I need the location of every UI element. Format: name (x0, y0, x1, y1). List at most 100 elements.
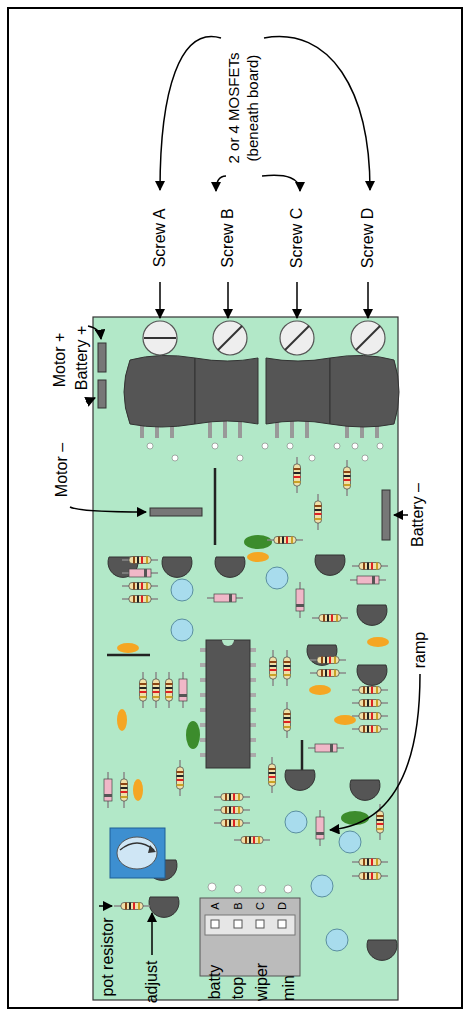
board-part (200, 693, 206, 697)
board-part (200, 738, 206, 742)
board-part (352, 563, 388, 570)
screw-label: Screw B (220, 208, 236, 268)
pin-letter: C (255, 902, 266, 910)
board-part (177, 760, 184, 796)
pin-letter: A (210, 902, 221, 909)
board-part (237, 455, 243, 461)
board-part (312, 615, 348, 622)
board-part (284, 702, 291, 738)
board-part (147, 443, 153, 449)
board-part (256, 920, 264, 928)
board-part (262, 175, 300, 191)
board-part (250, 693, 256, 697)
board-part (200, 678, 206, 682)
terminal-label: Battery – (410, 483, 426, 547)
board-part (218, 326, 242, 350)
board-part (350, 576, 386, 584)
ic-chip (200, 640, 256, 768)
board-part (124, 355, 195, 427)
board-part (352, 713, 388, 720)
board-part (122, 569, 158, 577)
board-part (200, 753, 206, 757)
frame (8, 8, 462, 1008)
terminal-label: Motor + (52, 333, 68, 388)
pin-name: batty (207, 965, 223, 1000)
board-part (214, 468, 217, 545)
board-part (206, 640, 250, 768)
board-part (352, 859, 388, 866)
board-part (70, 507, 146, 512)
board-part (362, 455, 368, 461)
board-part (166, 672, 173, 708)
board-part (117, 709, 127, 731)
board-part (150, 508, 202, 516)
board-part (213, 321, 247, 355)
board-part (382, 490, 390, 540)
board-part (159, 282, 161, 318)
board-part (377, 443, 383, 449)
board-part (222, 640, 234, 646)
board-part (339, 831, 361, 853)
components (104, 457, 397, 960)
board-part (250, 663, 256, 667)
board-holes (147, 443, 383, 893)
board-part (148, 845, 156, 853)
board-part (200, 648, 206, 652)
board-part (200, 723, 206, 727)
board-part (294, 457, 301, 493)
board-part (270, 650, 277, 686)
part-note: 2 or 4 MOSFETs (226, 53, 241, 164)
board-part (250, 738, 256, 742)
pin-name: min (281, 975, 297, 1001)
board-part (120, 843, 154, 850)
board-part (330, 355, 399, 427)
board-part (234, 920, 242, 928)
board-part (117, 837, 157, 869)
board-part (172, 455, 178, 461)
board-part (296, 282, 298, 318)
board-part (334, 443, 340, 449)
board-part (367, 940, 397, 960)
board-part (285, 770, 315, 790)
board-part (284, 885, 292, 893)
board-part (121, 772, 128, 808)
screws (143, 321, 385, 355)
board-part (250, 753, 256, 757)
screw-label: Screw C (289, 208, 305, 268)
board-part (143, 321, 177, 355)
board-part (215, 557, 245, 577)
board-part (110, 828, 165, 878)
board-part (357, 605, 387, 625)
screw-label: Screw A (152, 209, 168, 268)
board-part (285, 326, 309, 350)
board-part (250, 648, 256, 652)
board-part (367, 637, 389, 647)
board-part (151, 913, 153, 955)
board-part (350, 780, 380, 800)
board-part (171, 619, 193, 641)
circuit-board (93, 317, 398, 1000)
part-label: pot resistor (100, 917, 116, 996)
board-part (394, 514, 408, 516)
board-part (186, 721, 200, 749)
wire-links (107, 468, 302, 775)
board-part (310, 657, 346, 664)
board-part (352, 687, 388, 694)
board-part (99, 905, 112, 907)
board-part (200, 708, 206, 712)
board-part (316, 810, 324, 846)
board-part (357, 665, 387, 685)
pin-letter: D (277, 902, 288, 910)
board-part (200, 663, 206, 667)
board-part (205, 915, 295, 935)
terminal-label: Battery + (74, 326, 90, 390)
board-part (269, 757, 276, 793)
board-part (308, 744, 344, 752)
board-part (162, 557, 192, 577)
board-part (234, 837, 270, 844)
board-part (266, 567, 288, 589)
board-part (352, 443, 358, 449)
board-part (212, 443, 218, 449)
